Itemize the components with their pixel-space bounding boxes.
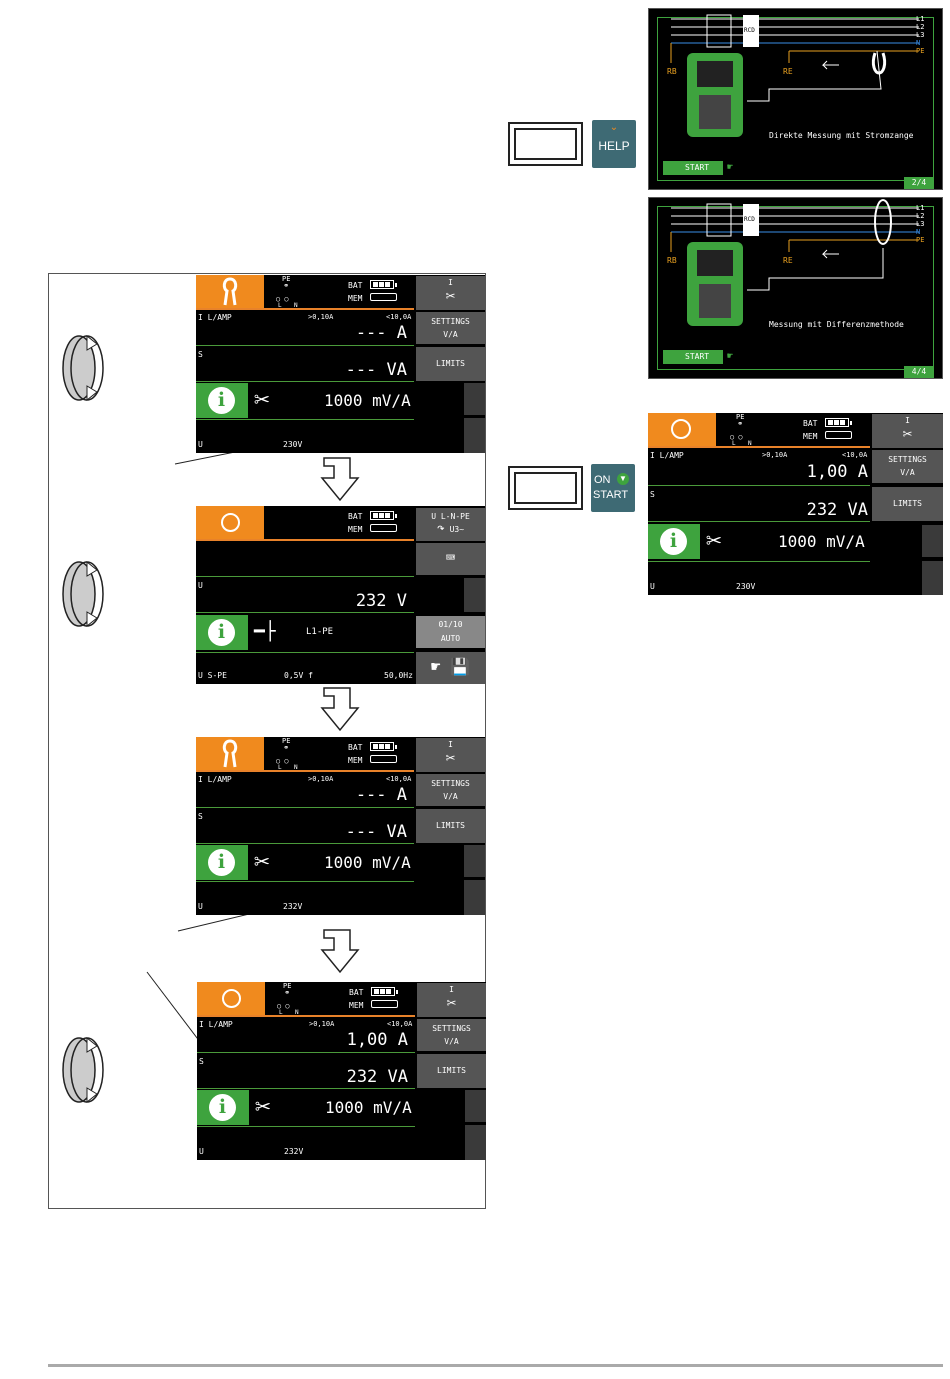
- mode-tab: [196, 737, 264, 770]
- keypad-button-outline: [508, 122, 583, 166]
- softkey-voltage-mode[interactable]: U L-N-PE ↷ U3~: [416, 508, 485, 541]
- clamp-icon: ✂: [902, 424, 913, 443]
- softkey-limits[interactable]: LIMITS: [417, 1054, 486, 1088]
- softkey-clamp[interactable]: I✂: [872, 414, 943, 448]
- current-value: 1,00 A: [346, 1030, 408, 1050]
- softkey-save[interactable]: ☛ 💾: [416, 652, 485, 684]
- info-icon[interactable]: i: [208, 619, 235, 646]
- softkey-clamp[interactable]: I✂: [417, 983, 486, 1017]
- mode-tab: [196, 506, 264, 539]
- rotation-icon: ↷: [436, 521, 445, 536]
- info-bar: i ✂ 1000 mV/A: [196, 383, 414, 418]
- probe-icon: ⌨: [445, 548, 456, 567]
- arrow-down-icon: [320, 687, 360, 732]
- current-value: --- A: [355, 323, 407, 343]
- voltage-value: 232 V: [355, 591, 407, 611]
- rotary-mode-icon: [671, 419, 691, 439]
- hand-icon: ☛: [727, 351, 734, 362]
- battery-icon: [370, 280, 394, 289]
- clamp-meter-icon: [222, 739, 238, 768]
- hand-icon: ☛: [727, 162, 734, 173]
- rotary-switch-icon: [62, 334, 104, 402]
- voltage-value: 232V: [283, 902, 303, 911]
- help-key[interactable]: ⌄ HELP: [592, 120, 636, 168]
- test-probe-icon: ━├: [254, 621, 276, 642]
- info-icon[interactable]: i: [208, 849, 235, 876]
- info-bar: i ✂ 1000 mV/A: [197, 1090, 415, 1125]
- info-bar: i ✂ 1000 mV/A: [196, 845, 414, 880]
- clamp-icon: ✂: [254, 385, 270, 415]
- clamp-icon: ✂: [255, 1092, 271, 1122]
- softkey-clamp[interactable]: I✂: [416, 738, 485, 772]
- rotary-switch-icon: [62, 1036, 104, 1104]
- footer-rule: [48, 1364, 943, 1367]
- start-button[interactable]: START: [663, 161, 723, 175]
- voltage-value: 232V: [284, 1147, 304, 1156]
- hand-icon: ☛: [430, 657, 441, 676]
- wiring-diagram: [670, 199, 919, 326]
- save-icon: 💾: [450, 657, 471, 676]
- voltage-value: 230V: [283, 440, 303, 449]
- clamp-icon: ✂: [706, 526, 722, 556]
- arrow-down-icon: [320, 929, 360, 974]
- battery-icon: [370, 511, 394, 520]
- start-button[interactable]: START: [663, 350, 723, 364]
- info-bar: i ✂ 1000 mV/A: [648, 524, 870, 559]
- softkey-limits[interactable]: LIMITS: [416, 347, 485, 381]
- mode-tab: [648, 413, 716, 446]
- power-value: --- VA: [345, 360, 407, 380]
- info-icon[interactable]: i: [660, 528, 687, 555]
- rotary-mode-icon: [221, 513, 240, 532]
- power-value: 232 VA: [346, 1067, 408, 1087]
- battery-icon: [825, 418, 849, 427]
- power-value: 232 VA: [806, 500, 868, 520]
- clamp-icon: ✂: [445, 748, 456, 767]
- battery-icon: [370, 742, 394, 751]
- current-value: 1,00 A: [806, 462, 868, 482]
- info-icon[interactable]: i: [209, 1094, 236, 1121]
- voltage-value: 230V: [736, 582, 756, 591]
- info-bar: i ━├ L1-PE: [196, 615, 414, 650]
- softkey-limits[interactable]: LIMITS: [416, 809, 485, 843]
- battery-icon: [371, 987, 395, 996]
- info-icon[interactable]: i: [208, 387, 235, 414]
- softkey-probe[interactable]: ⌨: [416, 543, 485, 575]
- wiring-diagram: [670, 14, 919, 137]
- clamp-icon: ✂: [445, 286, 456, 305]
- clamp-meter-icon: [222, 277, 238, 306]
- rotary-mode-icon: [222, 989, 241, 1008]
- clamp-icon: ✂: [446, 993, 457, 1012]
- on-start-key[interactable]: ON ▼ START: [591, 464, 635, 512]
- softkey-limits[interactable]: LIMITS: [872, 487, 943, 521]
- keypad-button-outline: [508, 466, 583, 510]
- page-indicator: 4/4: [904, 366, 934, 378]
- start-arrow-icon: ▼: [617, 473, 629, 485]
- mode-tab: [197, 982, 265, 1015]
- softkey-clamp[interactable]: I✂: [416, 276, 485, 310]
- page-indicator: 2/4: [904, 177, 934, 189]
- power-value: --- VA: [345, 822, 407, 842]
- arrow-down-icon: [320, 457, 360, 502]
- procedure-frame: [48, 273, 486, 1209]
- clamp-icon: ✂: [254, 847, 270, 877]
- current-value: --- A: [355, 785, 407, 805]
- rotary-switch-icon: [62, 560, 104, 628]
- mode-tab: [196, 275, 264, 308]
